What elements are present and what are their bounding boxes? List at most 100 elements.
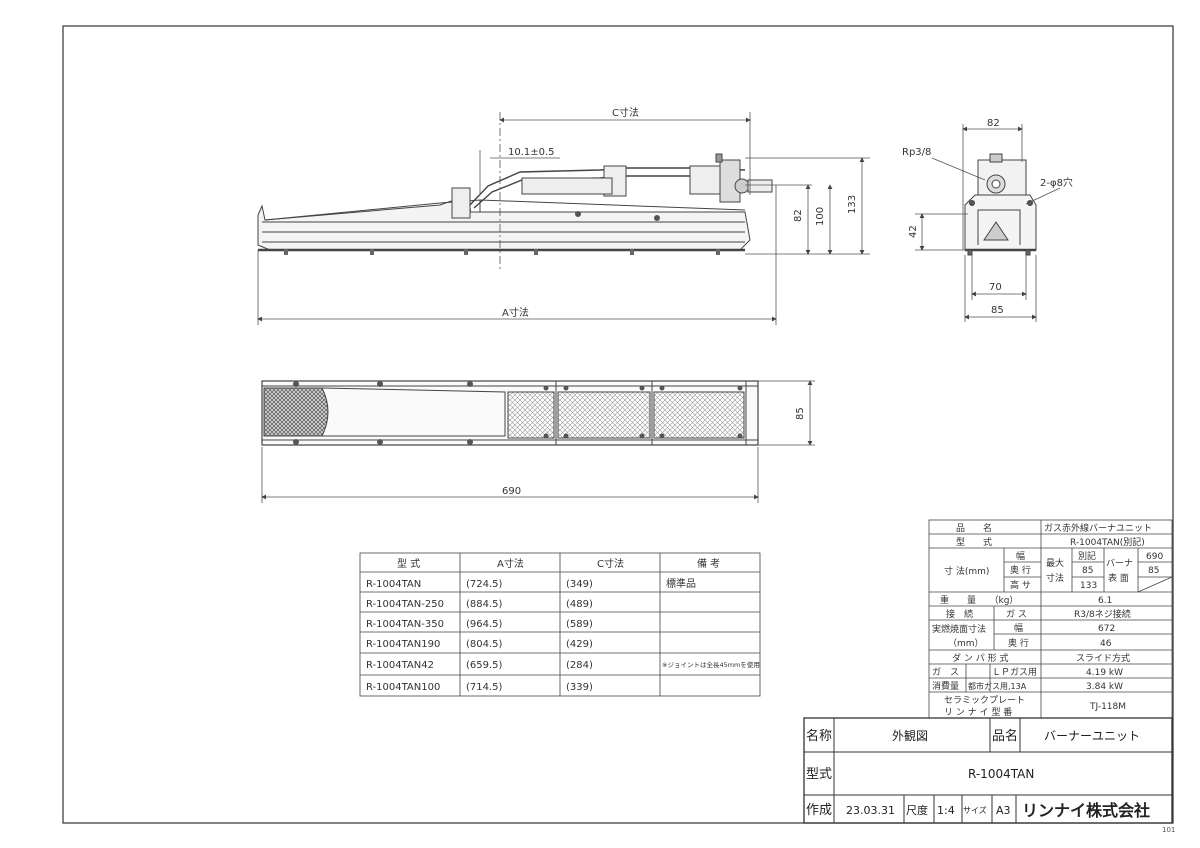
corner-code: 101 <box>1162 826 1175 834</box>
side-view <box>964 153 1037 256</box>
table-row-a: (804.5) <box>466 639 503 650</box>
spec-katashiki-value: R-1004TAN(別記) <box>1070 536 1145 548</box>
title-katashiki-label: 型式 <box>806 767 832 782</box>
spec-jisshou-haba: 幅 <box>1014 622 1023 634</box>
table-row-a: (884.5) <box>466 599 503 610</box>
title-block <box>803 717 1173 824</box>
spec-lp-value: 4.19 kW <box>1086 668 1123 678</box>
spec-jisshou-haba-value: 672 <box>1098 624 1115 634</box>
spec-juryo-value: 6.1 <box>1098 596 1112 606</box>
spec-jisshou-oku-value: 46 <box>1100 639 1112 649</box>
spec-haba: 幅 <box>1016 550 1025 562</box>
spec-v85b: 85 <box>1148 566 1159 576</box>
rp-label: Rp3/8 <box>902 147 931 158</box>
table-row-note: 標準品 <box>666 577 696 590</box>
spec-hinmei-value: ガス赤外線バーナユニット <box>1044 522 1152 534</box>
table-row-c: (429) <box>566 639 593 650</box>
side-42-label: 42 <box>908 225 919 238</box>
top-width-label: 690 <box>502 486 521 497</box>
spec-jisshou-oku: 奥 行 <box>1008 637 1029 649</box>
table-row-model: R-1004TAN <box>366 579 421 590</box>
table-row-c: (489) <box>566 599 593 610</box>
h133-label: 133 <box>847 195 858 214</box>
spec-ceramic-value: TJ-118M <box>1089 702 1126 712</box>
title-shakudo-label: 尺度 <box>906 803 928 817</box>
spec-v133: 133 <box>1080 581 1097 591</box>
spec-saidai-1: 最大 <box>1046 557 1064 569</box>
table-header-a: A寸法 <box>497 557 524 570</box>
spec-jisshou-label-1: 実燃焼面寸法 <box>932 623 986 635</box>
spec-gas: ガ ス <box>1006 609 1027 620</box>
front-dimensions <box>257 112 870 325</box>
front-view <box>257 153 773 255</box>
table-row-model: R-1004TAN190 <box>366 639 440 650</box>
spec-bekki: 別記 <box>1078 550 1096 562</box>
table-row-a: (724.5) <box>466 579 503 590</box>
spec-hinmei-label: 品 名 <box>956 522 992 534</box>
joint-dim-label: 10.1±0.5 <box>508 147 555 158</box>
table-row-model: R-1004TAN100 <box>366 682 440 693</box>
table-header-model: 型 式 <box>397 557 420 570</box>
spec-toshi-value: 3.84 kW <box>1086 682 1123 692</box>
spec-damper-label: ダ ン パ 形 式 <box>952 652 1008 664</box>
spec-ceramic-label-2: リ ン ナ イ 型 番 <box>944 706 1012 718</box>
top-dimensions <box>261 380 815 503</box>
top-depth-label: 85 <box>795 407 806 420</box>
table-row-model: R-1004TAN42 <box>366 660 434 671</box>
company-name: リンナイ株式会社 <box>1022 801 1150 820</box>
spec-damper-value: スライド方式 <box>1076 652 1130 664</box>
table-row-a: (714.5) <box>466 682 503 693</box>
title-hinmei-label: 品名 <box>992 728 1018 744</box>
spec-setsuzoku-value: R3/8ネジ接続 <box>1074 608 1131 620</box>
title-katashiki-value: R-1004TAN <box>968 767 1034 781</box>
table-row-c: (589) <box>566 619 593 630</box>
title-meisho-label: 名称 <box>806 728 832 744</box>
table-row-model: R-1004TAN-250 <box>366 599 444 610</box>
side-top-label: 82 <box>987 118 1000 129</box>
holes-label: 2-φ8穴 <box>1040 176 1073 189</box>
spec-lp-label: ＬＰガス用 <box>992 667 1037 678</box>
spec-toshi-label: 都市ガス用,13A <box>968 681 1027 691</box>
drawing-frame <box>62 25 1174 824</box>
table-row-c: (284) <box>566 660 593 671</box>
title-size: A3 <box>996 804 1011 817</box>
table-row-a: (964.5) <box>466 619 503 630</box>
h82-label: 82 <box>793 209 804 222</box>
h100-label: 100 <box>815 207 826 226</box>
spec-katashiki-label: 型 式 <box>956 536 992 548</box>
spec-burner-1: バーナ <box>1106 558 1133 569</box>
title-size-label: サイズ <box>963 805 987 815</box>
spec-v690: 690 <box>1146 552 1163 562</box>
table-row-c: (339) <box>566 682 593 693</box>
title-meisho-value: 外観図 <box>892 729 928 743</box>
spec-setsuzoku-label: 接 続 <box>946 608 973 620</box>
spec-saidai-2: 寸法 <box>1046 572 1064 584</box>
side-85-label: 85 <box>991 305 1004 316</box>
c-dim-label: C寸法 <box>612 106 639 119</box>
side-70-label: 70 <box>989 282 1002 293</box>
spec-shouhi-label: 消費量 <box>932 680 959 692</box>
table-row-model: R-1004TAN-350 <box>366 619 444 630</box>
title-hinmei-value: バーナーユニット <box>1044 729 1140 743</box>
model-table <box>359 552 761 697</box>
title-sakusei-label: 作成 <box>806 803 832 818</box>
spec-ceramic-label-1: セラミックプレート <box>944 695 1025 706</box>
spec-sunpo-label: 寸 法(mm) <box>944 565 989 577</box>
spec-okuyuki: 奥 行 <box>1010 564 1031 576</box>
spec-burner-2: 表 面 <box>1108 572 1129 584</box>
table-row-note: ※ジョイントは全長45mmを使用 <box>662 660 760 669</box>
spec-juryo-label: 重 量 （kg） <box>940 594 1018 606</box>
spec-gas-label: ガ ス <box>932 667 959 678</box>
top-view <box>261 380 759 446</box>
spec-v85: 85 <box>1082 566 1093 576</box>
a-dim-label: A寸法 <box>502 306 529 319</box>
spec-jisshou-label-2: （mm） <box>948 638 984 649</box>
table-header-note: 備 考 <box>697 557 720 570</box>
title-date: 23.03.31 <box>846 804 895 817</box>
spec-takasa: 高 サ <box>1010 579 1031 591</box>
side-dimensions <box>915 124 1061 322</box>
title-scale: 1:4 <box>937 804 955 817</box>
table-header-c: C寸法 <box>597 557 624 570</box>
table-row-c: (349) <box>566 579 593 590</box>
